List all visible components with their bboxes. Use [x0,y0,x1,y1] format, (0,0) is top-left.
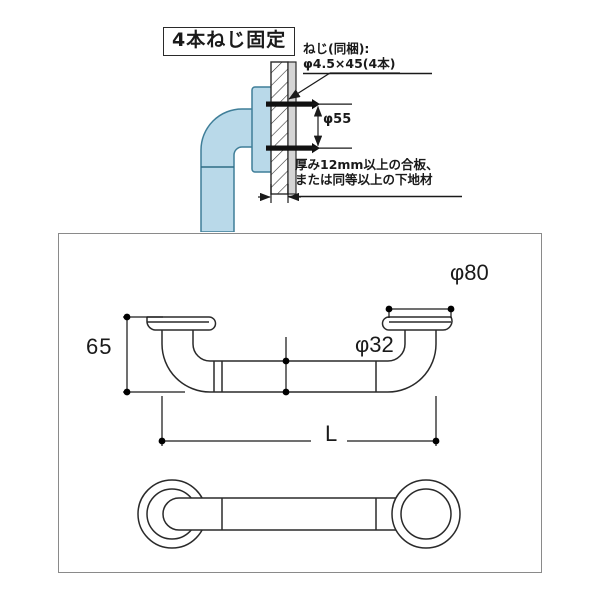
screw-note-line1: ねじ(同梱): [303,41,370,56]
dimension-label-65: 65 [86,334,113,359]
wall-note-line2: または同等以上の下地材 [295,172,433,187]
mounting-detail-svg [200,61,462,232]
mounting-detail-view: 4本ねじ固定 ねじ(同梱): φ4.5×45(4本) φ55 厚み12mm以上の… [0,0,600,232]
wall-note-line1: 厚み12mm以上の合板、 [295,157,439,172]
pitch-label: φ55 [323,112,352,127]
dimension-L [161,396,437,446]
pipe-body [200,108,263,232]
dimension-phi55 [312,103,352,149]
dimension-label-phi80: φ80 [450,260,489,285]
wall-section [270,61,297,195]
wall-substrate-note: 厚み12mm以上の合板、 または同等以上の下地材 [295,157,438,187]
screw-note: ねじ(同梱): φ4.5×45(4本) [303,41,396,72]
product-drawing-panel [58,233,542,573]
wall-flange [251,86,274,173]
screw-leader [288,72,400,100]
dimension-label-phi32: φ32 [355,332,394,357]
screw-note-line2: φ4.5×45(4本) [303,55,396,71]
mounting-title-box: 4本ねじ固定 [163,27,296,56]
dimension-label-L: L [325,421,338,446]
dimension-dots [123,305,455,445]
side-elevation-view [146,316,453,393]
product-drawing-svg [123,305,461,549]
plan-view [137,479,461,549]
